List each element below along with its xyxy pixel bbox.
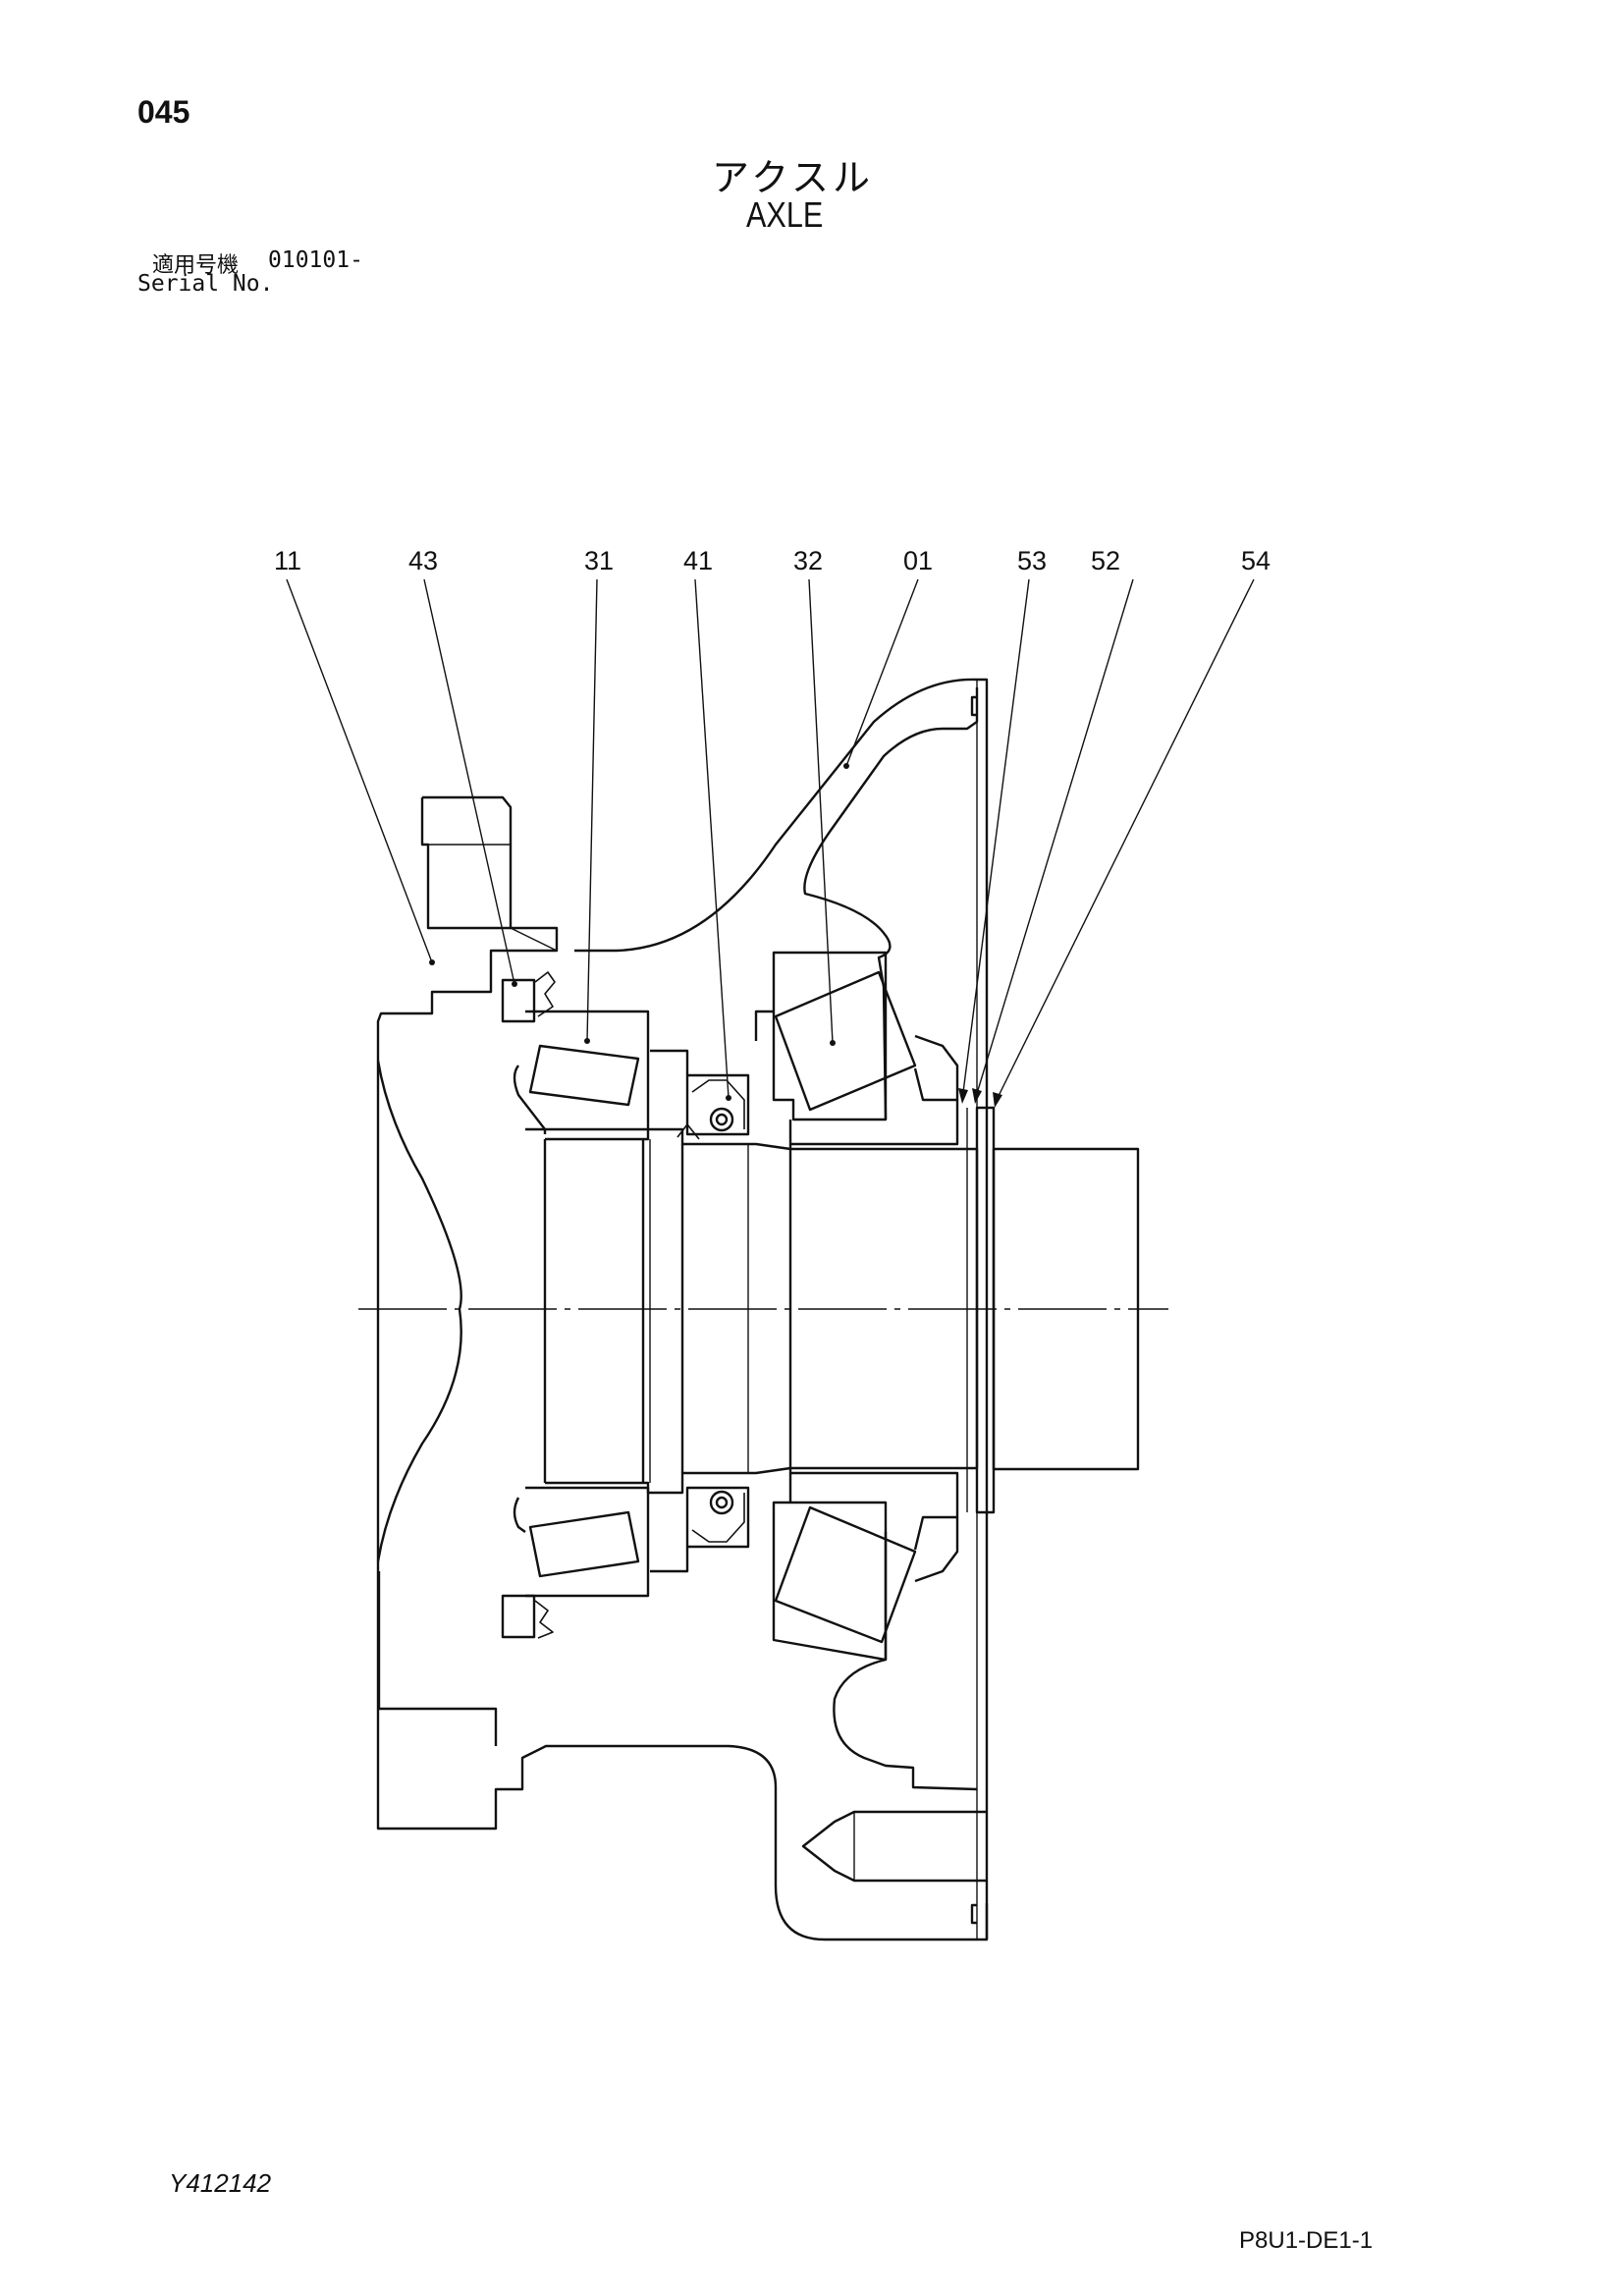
outer-race-upper-lip [754, 1010, 774, 1041]
leader-arrowheads [958, 1088, 1002, 1108]
housing-inner-step [377, 1571, 498, 1746]
figure-code: Y412142 [169, 2168, 272, 2198]
floating-seal-41-lower [685, 1486, 750, 1549]
housing-outline [376, 795, 989, 1941]
seal-41-lower-ring [691, 1493, 745, 1543]
lower-flange-cavity [833, 1532, 978, 1791]
leader-line-01 [845, 578, 919, 767]
cone-rib-32-upper [914, 1034, 959, 1100]
serial-label-japanese: 適用号機 [152, 253, 240, 278]
spindle-flange-inner [803, 687, 979, 1121]
ring-43-lower-spring [534, 1600, 554, 1639]
floating-seal-41-upper [685, 1073, 750, 1136]
leader-line-43 [423, 578, 515, 985]
leader-line-53 [961, 578, 1030, 1101]
lower-bolt-hole [801, 1810, 987, 1883]
leader-line-52 [974, 578, 1134, 1101]
seal-41-lower-oring [709, 1490, 734, 1515]
housing-chamfer [510, 927, 558, 952]
serial-value: 010101- [268, 247, 363, 273]
callout-label-32: 32 [793, 546, 823, 575]
outer-race-31-upper [525, 1010, 650, 1131]
outer-race-31-lower [525, 1486, 650, 1598]
callout-label-41: 41 [683, 546, 713, 575]
callout-label-01: 01 [903, 546, 933, 575]
leader-dots [429, 763, 849, 1101]
seal-housing-upper [650, 1049, 689, 1075]
callout-label-11: 11 [274, 546, 301, 575]
seal-housing-lower [650, 1547, 689, 1573]
callout-label-54: 54 [1241, 546, 1271, 575]
callout-label-53: 53 [1017, 546, 1047, 575]
seal-41-upper-ring [691, 1079, 745, 1129]
seal-41-upper-oring [709, 1107, 734, 1132]
seal-41-upper-oring-inner [715, 1113, 729, 1126]
ring-43-upper-spring [534, 971, 556, 1017]
callout-label-31: 31 [584, 546, 614, 575]
inner-race-31-lower [513, 1497, 526, 1533]
callout-label-43: 43 [408, 546, 438, 575]
inner-race-31-upper [513, 1065, 547, 1134]
leader-line-31 [586, 578, 598, 1042]
spindle-flange-outline [574, 678, 989, 1940]
document-code: P8U1-DE1-1 [1239, 2227, 1374, 2254]
seal-41-upper-lip [676, 1123, 700, 1140]
callout-label-52: 52 [1091, 546, 1120, 575]
leader-line-11 [286, 578, 433, 963]
leader-line-32 [808, 578, 834, 1044]
plate-54 [975, 1106, 996, 1514]
title-english: AXLE [746, 194, 824, 235]
cone-rib-32-lower [914, 1517, 959, 1583]
page-number: 045 [137, 94, 190, 130]
serial-label-english: Serial No. [137, 271, 274, 297]
tapered-roller-31-upper [528, 1044, 640, 1107]
tapered-roller-32-upper [774, 970, 917, 1112]
title-japanese: アクスル [712, 156, 874, 199]
housing-inner-wave [376, 1060, 462, 1562]
ring-43-upper [501, 978, 536, 1023]
tapered-roller-31-lower [528, 1510, 640, 1578]
outer-race-lower [772, 1501, 888, 1662]
leader-lines [286, 578, 1255, 1105]
flange-bolt-notch-bottom [970, 1903, 977, 1925]
outer-race-upper [772, 951, 888, 1121]
leader-line-41 [694, 578, 730, 1099]
tapered-roller-32-lower [774, 1505, 917, 1644]
leader-line-54 [994, 578, 1255, 1105]
inner-race-32-lower [788, 1471, 959, 1551]
shaft-outline [545, 1127, 792, 1495]
seal-41-lower-oring-inner [715, 1496, 729, 1509]
flange-bolt-notch-top [970, 695, 977, 717]
ring-43-lower [501, 1594, 536, 1639]
shaft-output-end [992, 1147, 1140, 1471]
